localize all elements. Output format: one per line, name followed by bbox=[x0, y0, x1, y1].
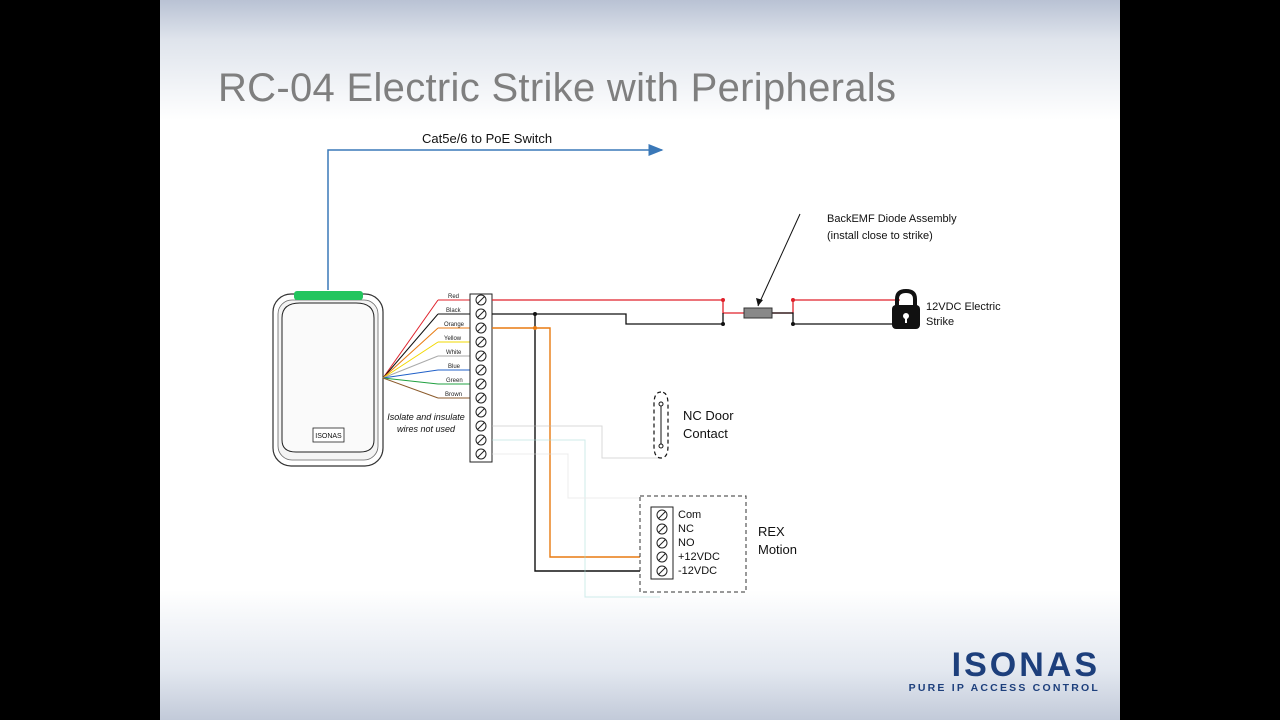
reader-fan-wires bbox=[382, 299, 470, 399]
nc-door-contact bbox=[653, 391, 669, 459]
faint-signal-wires bbox=[492, 425, 660, 598]
terminal-screw-slot bbox=[477, 338, 485, 346]
strike-label-line1: 12VDC Electric bbox=[926, 301, 1001, 313]
wiring-diagram: Cat5e/6 to PoE Switch ISONAS bbox=[272, 131, 1001, 598]
terminal-screw-slot bbox=[658, 539, 666, 547]
rex-terminal-com: Com bbox=[678, 509, 701, 521]
card-reader: ISONAS bbox=[272, 291, 384, 467]
terminal-screw-slot bbox=[658, 511, 666, 519]
door-contact-label-line1: NC Door bbox=[683, 408, 734, 423]
rex-motion-module bbox=[639, 495, 747, 593]
logo-wordmark: ISONAS bbox=[951, 646, 1100, 684]
diode-label-line2: (install close to strike) bbox=[827, 230, 933, 242]
terminal-screw-slot bbox=[477, 296, 485, 304]
diode-label-line1: BackEMF Diode Assembly bbox=[827, 213, 957, 225]
unused-note-line1: Isolate and insulate bbox=[387, 412, 465, 422]
terminal-screw-slot bbox=[658, 553, 666, 561]
slide: RC-04 Electric Strike with Peripherals C… bbox=[160, 0, 1120, 720]
wire-label-white: White bbox=[446, 350, 462, 356]
terminal-screw-slot bbox=[477, 380, 485, 388]
rex-terminal-minus12: -12VDC bbox=[678, 565, 717, 577]
terminal-screw-slot bbox=[477, 422, 485, 430]
strike-wires bbox=[492, 299, 900, 325]
reader-status-led bbox=[294, 291, 363, 300]
terminal-screw-slot bbox=[477, 352, 485, 360]
logo-tagline: PURE IP ACCESS CONTROL bbox=[908, 682, 1100, 694]
rex-label-line2: Motion bbox=[758, 542, 797, 557]
rex-label-line1: REX bbox=[758, 524, 785, 539]
terminal-screw-slot bbox=[658, 525, 666, 533]
diode-pointer-line bbox=[757, 213, 801, 307]
network-label: Cat5e/6 to PoE Switch bbox=[422, 131, 552, 146]
terminal-screw-slot bbox=[477, 310, 485, 318]
rex-terminal-no: NO bbox=[678, 537, 695, 549]
reader-brand-label: ISONAS bbox=[315, 433, 342, 440]
terminal-screw-slot bbox=[477, 394, 485, 402]
padlock-icon bbox=[892, 288, 920, 329]
terminal-screw-slot bbox=[477, 408, 485, 416]
terminal-block bbox=[469, 293, 493, 463]
unused-note-line2: wires not used bbox=[397, 424, 456, 434]
wire-label-orange: Orange bbox=[444, 322, 465, 328]
wire-label-yellow: Yellow bbox=[444, 336, 462, 342]
slide-title: RC-04 Electric Strike with Peripherals bbox=[218, 66, 897, 110]
terminal-screw-slot bbox=[477, 436, 485, 444]
wire-label-green: Green bbox=[446, 378, 463, 384]
terminal-screw-slot bbox=[658, 567, 666, 575]
rex-terminal-plus12: +12VDC bbox=[678, 551, 720, 563]
wire-label-black: Black bbox=[446, 308, 462, 314]
network-cable-line bbox=[327, 144, 664, 290]
terminal-screw-slot bbox=[477, 324, 485, 332]
terminal-screw-slot bbox=[477, 366, 485, 374]
terminal-screw-slot bbox=[477, 450, 485, 458]
door-contact-label-line2: Contact bbox=[683, 426, 728, 441]
strike-label-line2: Strike bbox=[926, 316, 954, 328]
rex-power-wires bbox=[492, 314, 660, 572]
wire-label-red: Red bbox=[448, 294, 459, 300]
wire-label-brown: Brown bbox=[445, 392, 462, 398]
rex-terminal-nc: NC bbox=[678, 523, 694, 535]
wire-label-blue: Blue bbox=[448, 364, 461, 370]
backemf-diode bbox=[743, 307, 773, 319]
isonas-logo: ISONAS PURE IP ACCESS CONTROL bbox=[909, 648, 1100, 694]
